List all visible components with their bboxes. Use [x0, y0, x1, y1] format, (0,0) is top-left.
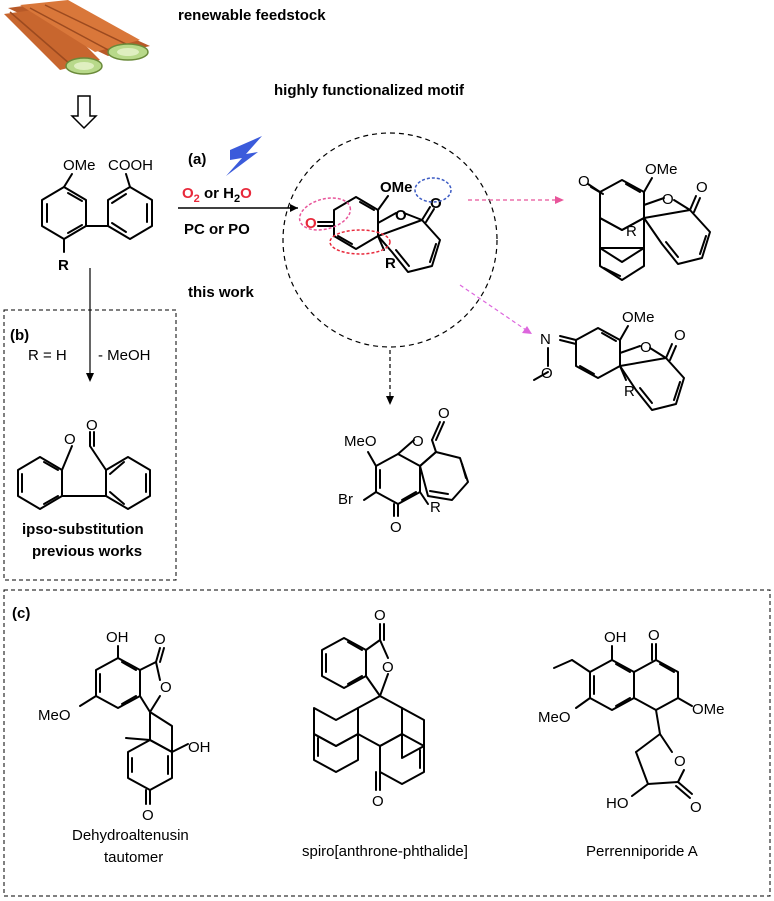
- d-ring-o: O: [160, 679, 172, 696]
- conditions-pc-po: PC or PO: [184, 221, 250, 238]
- part-b-label: (b): [10, 327, 29, 344]
- motif-circle: [282, 132, 498, 348]
- renewable-feedstock-label: renewable feedstock: [178, 7, 326, 24]
- motif-ring-o-label: O: [395, 207, 407, 224]
- p2-carbonyl-o: O: [674, 327, 686, 344]
- diels-alder-product: [587, 177, 711, 281]
- d-meo: MeO: [38, 707, 71, 724]
- this-work-label: this work: [188, 284, 255, 301]
- highlight-ketone: [298, 197, 352, 231]
- arrow-to-oxime: [459, 284, 527, 331]
- p2-o: O: [541, 365, 553, 382]
- p3-carbonyl-o: O: [438, 405, 450, 422]
- start-cooh-label: COOH: [108, 157, 153, 174]
- conditions-o2-h2o: O2 or H2O: [182, 185, 252, 205]
- p3-meo: MeO: [344, 433, 377, 450]
- motif-carbonyl-o-label: O: [430, 195, 442, 212]
- perren-label: Perrenniporide A: [586, 843, 698, 860]
- minus-meoh-label: - MeOH: [98, 347, 151, 364]
- part-c-label: (c): [12, 605, 30, 622]
- p-ketone-o: O: [648, 627, 660, 644]
- p2-ring-o: O: [640, 339, 652, 356]
- spiro-motif: [317, 195, 441, 273]
- p3-o-ketone: O: [390, 519, 402, 536]
- p-ho: HO: [606, 795, 629, 812]
- coumarin-carbonyl-o: O: [86, 417, 98, 434]
- s-ring-o: O: [382, 659, 394, 676]
- p-ome: OMe: [692, 701, 725, 718]
- dehydroaltenusin: [79, 645, 189, 805]
- r-eq-h-label: R = H: [28, 347, 67, 364]
- start-r-label: R: [58, 257, 69, 274]
- s-carbonyl-o: O: [374, 607, 386, 624]
- d-oh-top: OH: [106, 629, 129, 646]
- part-a-label: (a): [188, 151, 206, 168]
- motif-r-label: R: [385, 255, 396, 272]
- perrenniporide-a: [553, 643, 693, 799]
- arrowhead-a: [290, 204, 298, 212]
- benzocoumarin: [17, 431, 151, 510]
- highlight-lactone: [414, 177, 452, 203]
- motif-dienone-o-label: O: [305, 215, 317, 232]
- starting-biaryl-acid: [41, 173, 153, 253]
- p1-o-ketone: O: [578, 173, 590, 190]
- box-c: [3, 589, 771, 897]
- d-carbonyl-o: O: [154, 631, 166, 648]
- p1-ome: OMe: [645, 161, 678, 178]
- p2-ome: OMe: [622, 309, 655, 326]
- d-ketone-o: O: [142, 807, 154, 824]
- wood-logs-icon: [4, 0, 150, 75]
- p1-r: R: [626, 223, 637, 240]
- p3-br: Br: [338, 491, 353, 508]
- s-ketone-o: O: [372, 793, 384, 810]
- arrowhead-1: [555, 196, 564, 204]
- oxime-product: [533, 325, 685, 411]
- p2-n: N: [540, 331, 551, 348]
- p-ring-o: O: [674, 753, 686, 770]
- arrowhead-b: [86, 373, 94, 382]
- p3-ring-o: O: [412, 433, 424, 450]
- arrowhead-2: [522, 326, 532, 334]
- d-oh-right: OH: [188, 739, 211, 756]
- spiro-label: spiro[anthrone-phthalide]: [302, 843, 468, 860]
- coumarin-ring-o: O: [64, 431, 76, 448]
- light-bolt-icon: [226, 136, 262, 176]
- p1-ring-o: O: [662, 191, 674, 208]
- previous-works-label: previous works: [32, 543, 142, 560]
- spiro-anthrone-phthalide: [313, 623, 425, 791]
- motif-ome-label: OMe: [380, 179, 413, 196]
- p-oh: OH: [604, 629, 627, 646]
- ipso-label: ipso-substitution: [22, 521, 144, 538]
- motif-label: highly functionalized motif: [274, 82, 465, 99]
- p-meo: MeO: [538, 709, 571, 726]
- start-ome-label: OMe: [63, 157, 96, 174]
- retro-arrow: [70, 95, 98, 130]
- highlight-alkene: [329, 229, 391, 255]
- p-lactone-o: O: [690, 799, 702, 816]
- p2-r: R: [624, 383, 635, 400]
- dehydro-label-2: tautomer: [104, 849, 163, 866]
- dehydro-label-1: Dehydroaltenusin: [72, 827, 189, 844]
- p1-carbonyl-o: O: [696, 179, 708, 196]
- bromo-product: [363, 421, 469, 517]
- p3-r: R: [430, 499, 441, 516]
- arrowhead-3: [386, 396, 394, 405]
